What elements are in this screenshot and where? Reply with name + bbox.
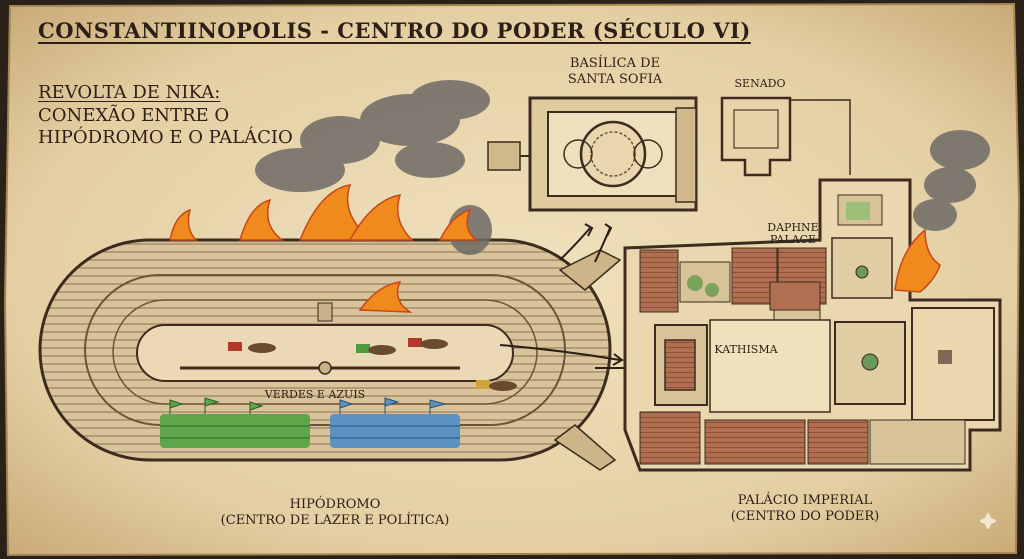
basilica-label: BASÍLICA DE SANTA SOFIA (555, 56, 675, 87)
kathisma-label: KATHISMA (714, 343, 778, 356)
hippodrome-label-line-1: HIPÓDROMO (289, 497, 381, 512)
chariot-2 (356, 344, 396, 355)
chariot-1 (228, 342, 276, 353)
basilica-label-line-2: SANTA SOFIA (567, 71, 663, 87)
basilica-label-line-1: BASÍLICA DE (569, 56, 661, 71)
hagia-sophia[interactable] (487, 96, 698, 212)
hippodrome-fire (169, 184, 479, 313)
daphne-label-line-2: PALACE (769, 233, 817, 247)
palace-smoke (913, 130, 990, 231)
palace-fire (894, 228, 941, 293)
senate-label: SENADO (734, 77, 786, 90)
green-faction-crowd (160, 397, 310, 448)
kathisma-roof (664, 339, 696, 391)
caption-line-1: REVOLTA DE NIKA: (38, 82, 221, 103)
sparkle-icon (980, 513, 996, 529)
senate[interactable] (720, 96, 851, 177)
caption: REVOLTA DE NIKA: CONEXÃO ENTRE O HIPÓDRO… (38, 82, 293, 150)
obelisk (318, 361, 332, 375)
chariot-3 (408, 338, 448, 349)
palace-label: PALÁCIO IMPERIAL (CENTRO DO PODER) (715, 493, 895, 524)
caption-line-2: CONEXÃO ENTRE O (38, 104, 230, 126)
hippodrome-label: HIPÓDROMO (CENTRO DE LAZER E POLÍTICA) (215, 497, 455, 528)
factions-label: VERDES E AZUIS (264, 388, 366, 401)
palace-label-line-1: PALÁCIO IMPERIAL (737, 493, 873, 508)
hippodrome-smoke (255, 80, 492, 255)
daphne-label: DAPHNE PALACE (758, 221, 828, 247)
map-title: CONSTANTIINOPOLIS - CENTRO DO PODER (SÉC… (38, 18, 751, 43)
caption-line-3: HIPÓDROMO E O PALÁCIO (38, 127, 293, 148)
hippodrome-label-line-2: (CENTRO DE LAZER E POLÍTICA) (220, 512, 450, 528)
daphne-label-line-1: DAPHNE (767, 221, 819, 234)
chariot-4 (476, 380, 517, 391)
hippodrome[interactable] (38, 238, 622, 471)
blue-faction-crowd (330, 397, 460, 448)
palace-label-line-2: (CENTRO DO PODER) (730, 508, 880, 524)
